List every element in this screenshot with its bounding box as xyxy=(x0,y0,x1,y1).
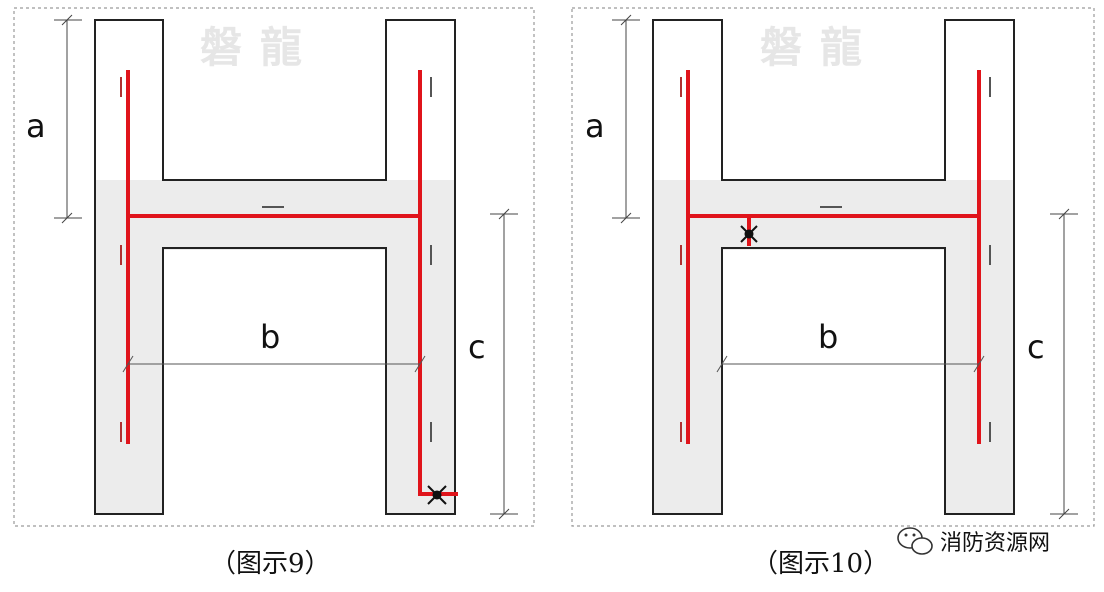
reinforcement-bars xyxy=(686,70,981,444)
label-c: c xyxy=(1027,328,1045,366)
brand-watermark: 消防资源网 xyxy=(897,527,1050,556)
reinforcement-bars xyxy=(126,70,458,496)
label-b: b xyxy=(260,318,280,356)
joint-x-icon xyxy=(740,225,758,243)
watermark: 磐龍 xyxy=(760,23,880,72)
dimension-a xyxy=(612,14,640,224)
panel-figure-9: 磐龍 xyxy=(13,7,535,579)
label-a: a xyxy=(585,107,605,145)
caption-figure-9: （图示9） xyxy=(210,549,331,579)
label-b: b xyxy=(818,318,838,356)
dimension-c xyxy=(1050,208,1078,520)
dimension-b xyxy=(122,355,426,373)
dimension-b xyxy=(716,355,985,373)
panel-figure-10: 磐龍 a xyxy=(571,7,1095,579)
watermark: 磐龍 xyxy=(200,23,320,72)
label-a: a xyxy=(26,107,46,145)
brand-name: 消防资源网 xyxy=(940,531,1050,556)
panel-frame xyxy=(13,7,535,527)
joint-x-icon xyxy=(427,485,447,505)
wechat-icon xyxy=(897,527,933,555)
tick-markers xyxy=(680,77,991,442)
dimension-a xyxy=(54,14,82,224)
dimension-c xyxy=(490,208,518,520)
panel-frame xyxy=(571,7,1095,527)
label-c: c xyxy=(468,328,486,366)
tick-markers xyxy=(120,77,432,442)
caption-figure-10: （图示10） xyxy=(752,549,889,579)
h-section-outline xyxy=(652,19,1015,515)
h-section-outline xyxy=(94,19,456,515)
